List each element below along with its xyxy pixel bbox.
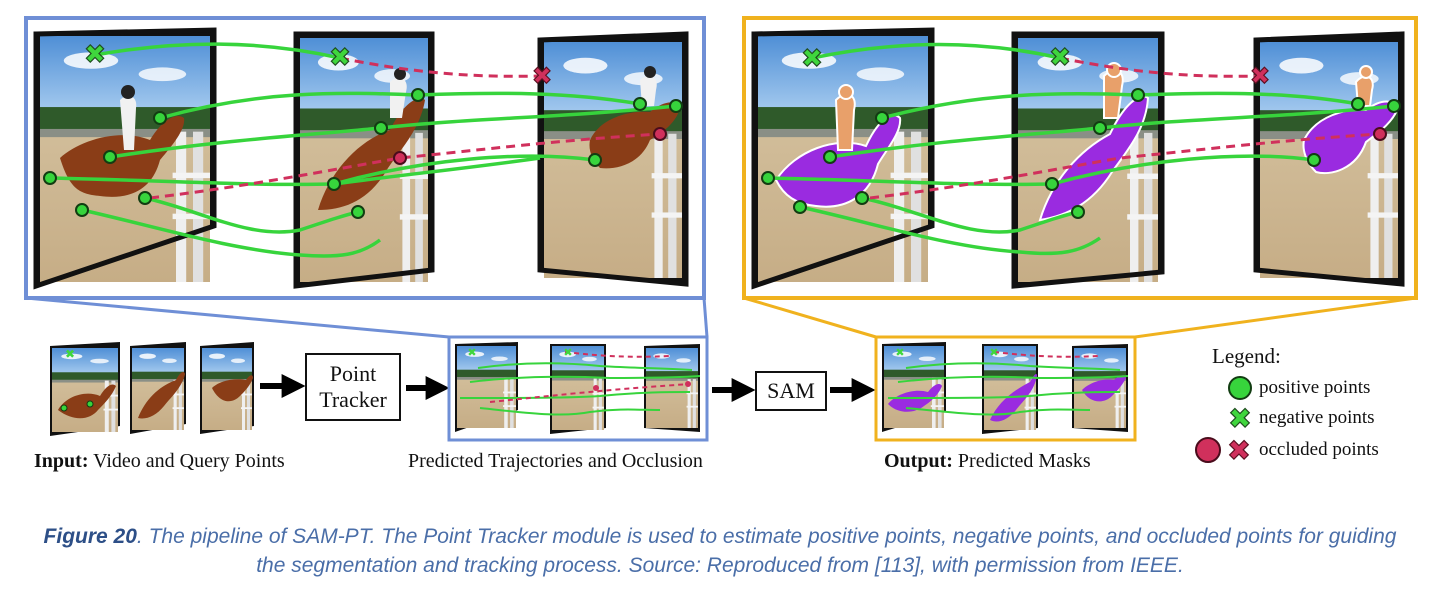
input-label-bold: Input:: [34, 450, 89, 472]
big-frame-1: [33, 27, 217, 290]
svg-text:✖: ✖: [65, 347, 75, 361]
legend-negative-icon: ✖: [1228, 401, 1253, 435]
legend-positive-label: positive points: [1259, 377, 1371, 398]
svg-text:✖: ✖: [467, 346, 476, 359]
svg-text:✖: ✖: [1227, 434, 1250, 467]
svg-text:✖: ✖: [989, 346, 998, 359]
big-frame-6: [1253, 31, 1405, 287]
negative-points-top-right: ✖ ✖ ✖: [801, 42, 1271, 90]
point-tracker-box: [305, 353, 401, 421]
figure-caption: Figure 20. The pipeline of SAM-PT. The P…: [40, 522, 1400, 580]
positive-points-top-left: [43, 88, 683, 219]
svg-text:✖: ✖: [532, 62, 552, 90]
legend-title: Legend:: [1212, 344, 1281, 368]
svg-text:✖: ✖: [1250, 62, 1270, 90]
svg-text:✖: ✖: [1049, 43, 1071, 73]
legend-occluded-label: occluded points: [1259, 439, 1379, 460]
input-label: Input: Video and Query Points: [34, 450, 285, 473]
occluded-trajectory-lines-top-right: [869, 56, 1381, 200]
occluded-trajectory-lines-top-left: [149, 56, 661, 200]
point-tracker-label-line1: Point: [329, 361, 377, 386]
svg-text:✖: ✖: [563, 346, 572, 359]
caption-figure-number: Figure 20: [43, 525, 137, 548]
svg-text:✖: ✖: [895, 346, 904, 359]
output-label-bold: Output:: [884, 450, 953, 472]
output-label: Output: Predicted Masks: [884, 450, 1091, 473]
legend-negative-label: negative points: [1259, 407, 1375, 428]
occluded-points-top-right: [1373, 127, 1387, 141]
output-label-rest: Predicted Masks: [952, 450, 1091, 472]
point-tracker-label-line2: Tracker: [319, 387, 387, 412]
output-zoom-box: [742, 16, 1418, 339]
svg-text:✖: ✖: [1228, 402, 1251, 435]
legend-occluded-icon: ✖: [1195, 433, 1251, 468]
negative-points-top-left: ✖ ✖ ✖: [84, 39, 553, 90]
svg-text:✖: ✖: [84, 40, 106, 70]
legend-positive-icon: [1228, 376, 1252, 400]
input-label-rest: Video and Query Points: [88, 450, 285, 472]
sam-box: [755, 371, 827, 411]
big-frame-3: [537, 31, 689, 287]
occluded-points-top-left: [393, 127, 667, 165]
positive-points-top-right: [761, 88, 1401, 219]
caption-text: . The pipeline of SAM-PT. The Point Trac…: [136, 525, 1397, 577]
svg-text:✖: ✖: [329, 43, 351, 73]
predicted-masks-box: ✖ ✖: [874, 335, 1137, 442]
big-frame-5: [1011, 31, 1165, 289]
trajectories-label: Predicted Trajectories and Occlusion: [408, 450, 703, 472]
predicted-trajectories-box: ✖ ✖: [447, 335, 709, 442]
sam-pt-pipeline-diagram: ✖ ✖ ✖: [24, 16, 1418, 468]
big-frame-4: [751, 27, 935, 290]
input-frames: ✖: [50, 342, 254, 436]
sam-label: SAM: [767, 378, 815, 403]
trajectory-zoom-box: [24, 16, 709, 339]
svg-text:✖: ✖: [801, 44, 823, 74]
point-tracker-label: Point Tracker: [306, 361, 400, 413]
